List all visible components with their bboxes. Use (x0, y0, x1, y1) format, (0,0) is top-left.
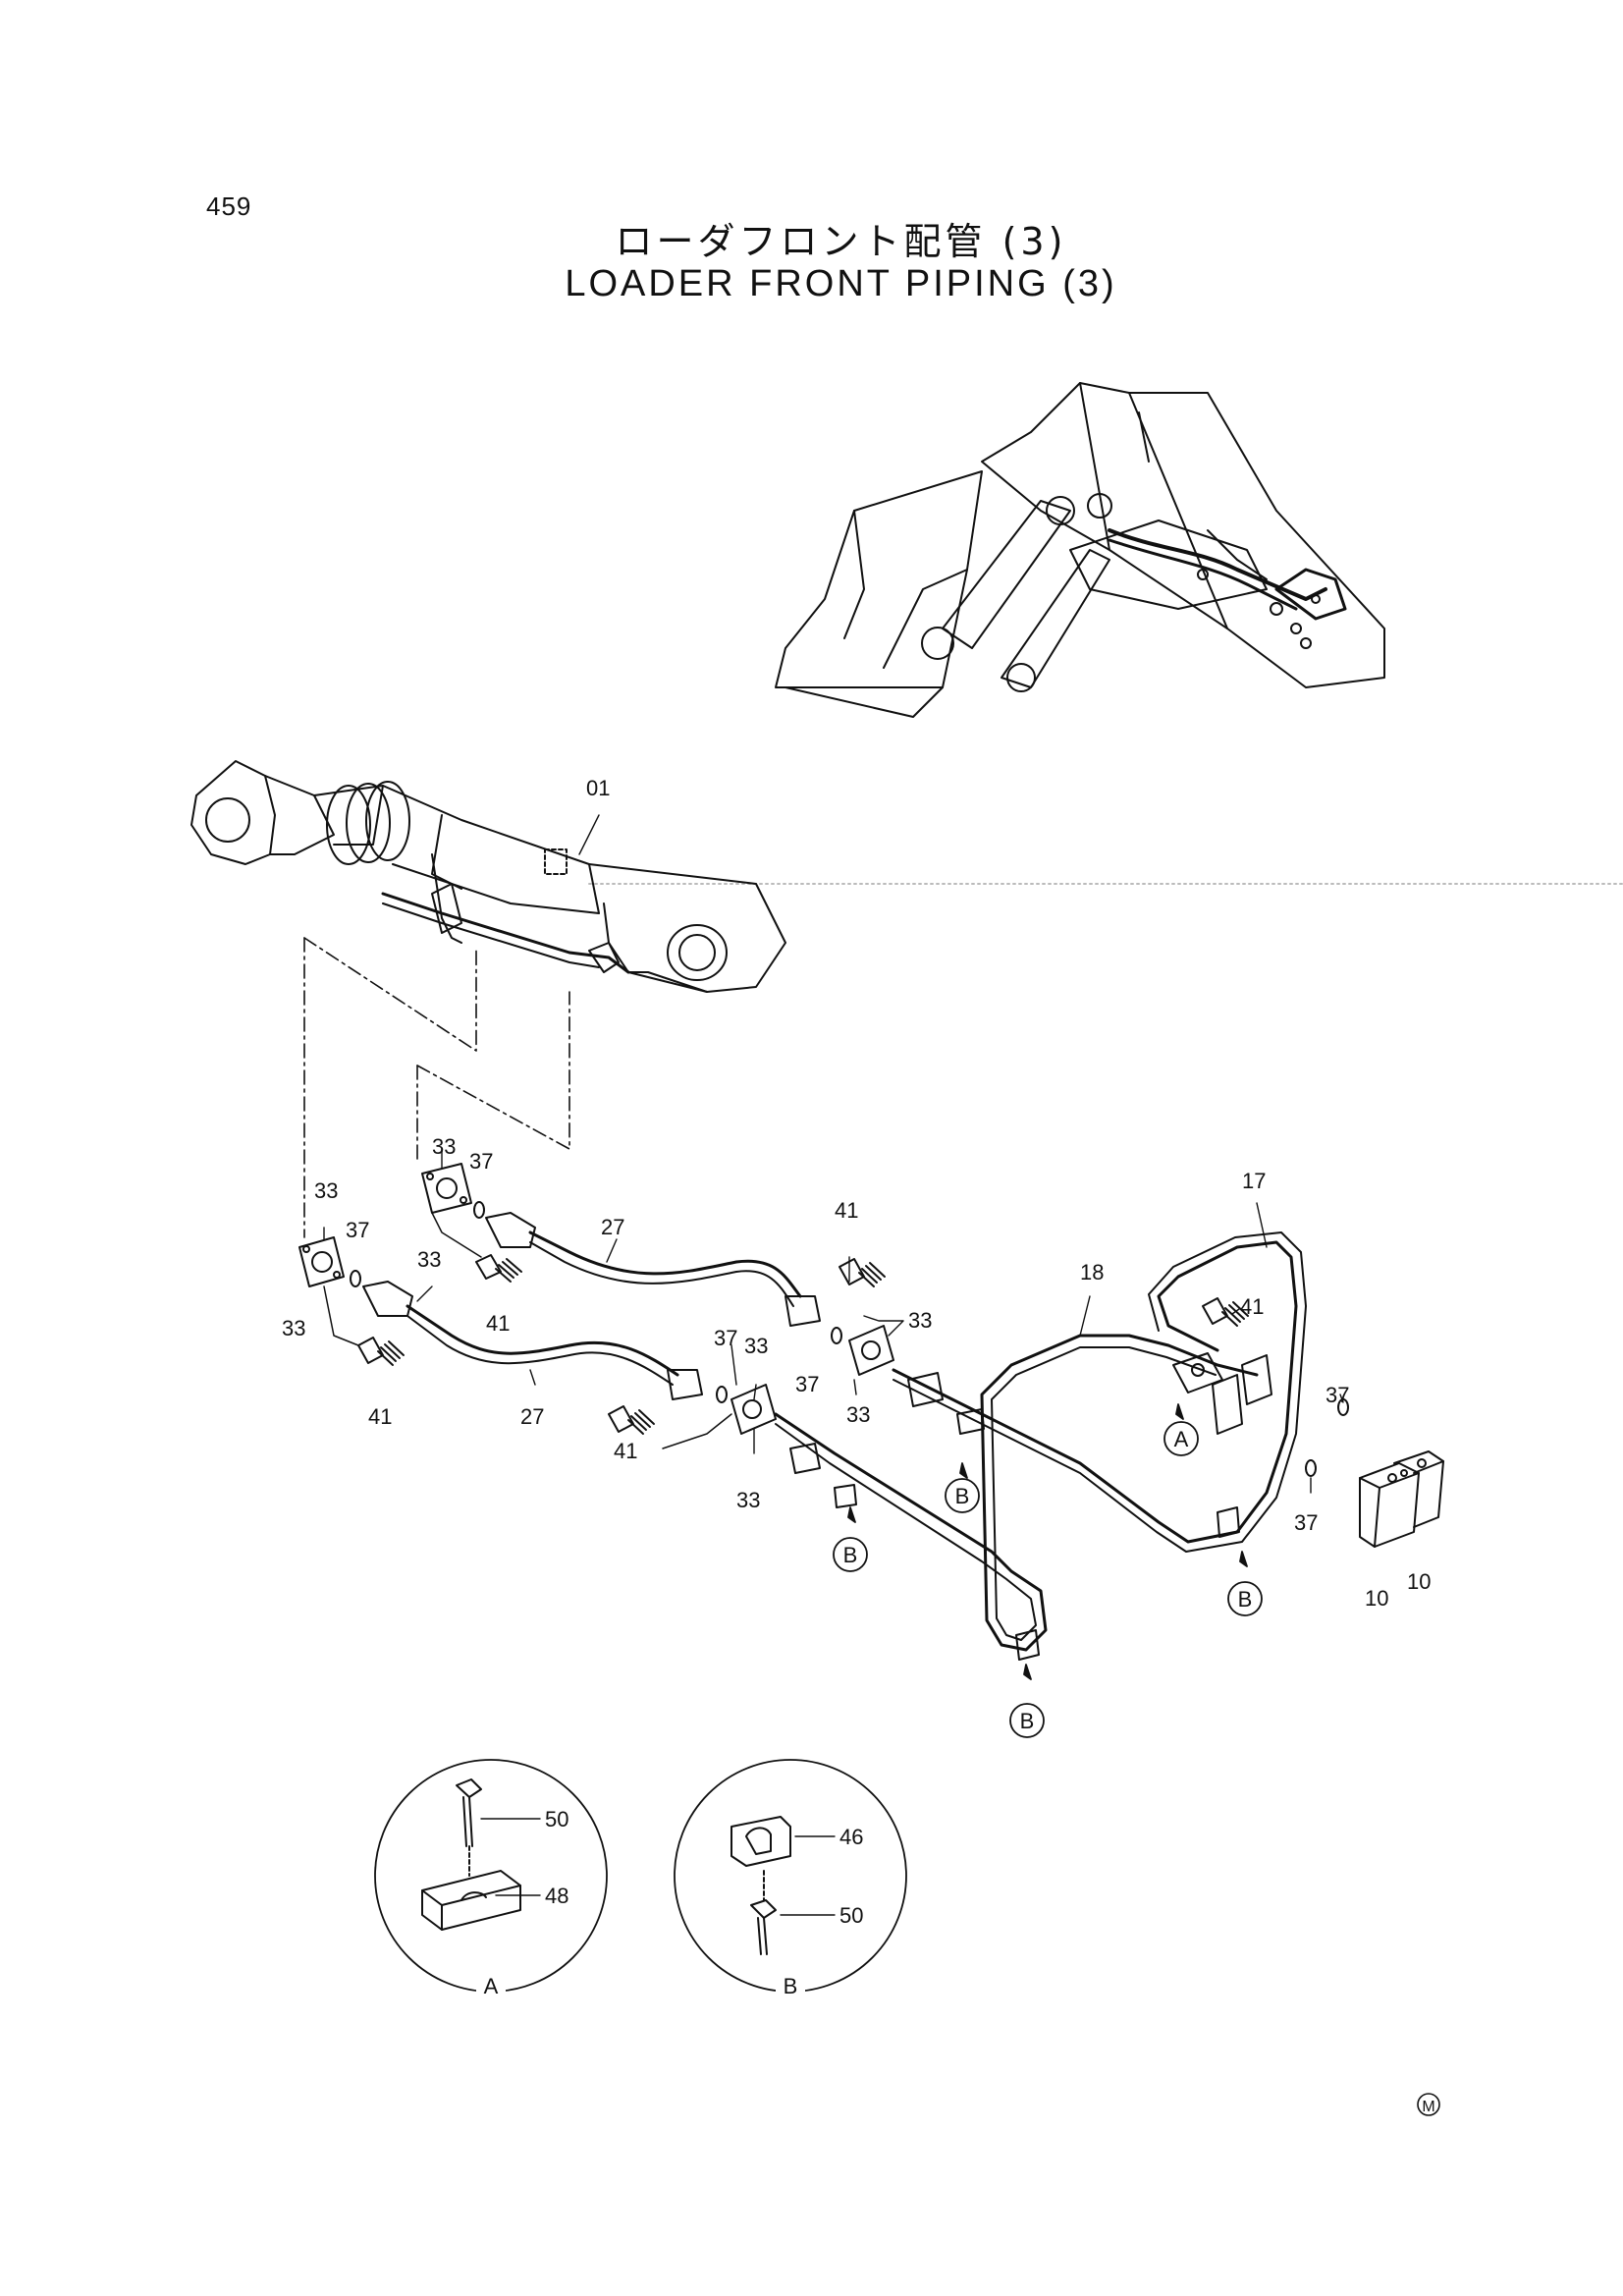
bolt-41-mid-lower (608, 1405, 655, 1435)
callout-41: 41 (368, 1404, 392, 1429)
callout-33: 33 (282, 1316, 305, 1340)
title-english: LOADER FRONT PIPING (3) (565, 263, 1117, 304)
callout-37: 37 (469, 1149, 493, 1174)
mid-flange-2 (848, 1325, 894, 1376)
leader-41-b (323, 1285, 359, 1346)
clamp-b-3 (1015, 1629, 1040, 1661)
o-ring-2 (350, 1270, 361, 1287)
clamp-b-4 (1217, 1506, 1240, 1538)
pipe-27-lower (362, 1281, 703, 1400)
callout-33: 33 (417, 1247, 441, 1272)
callout-37: 37 (1294, 1510, 1318, 1535)
callout-41: 41 (835, 1198, 858, 1223)
callout-37: 37 (346, 1218, 369, 1242)
callout-27: 27 (520, 1404, 544, 1429)
title-japanese: ローダフロント配管 (3) (615, 220, 1067, 263)
callout-27: 27 (601, 1215, 624, 1239)
callout-33: 33 (736, 1488, 760, 1512)
m-mark: M (1422, 2099, 1434, 2115)
left-flange-1 (421, 1163, 472, 1214)
block-10-front (1359, 1462, 1420, 1548)
bolt-41-right (1202, 1297, 1249, 1327)
leader-41-c (662, 1413, 732, 1449)
loader-overview-illustration (775, 382, 1385, 718)
callout-33: 33 (846, 1402, 870, 1427)
detail-b-clamp-label: 46 (839, 1825, 863, 1849)
callout-41: 41 (486, 1311, 510, 1336)
callout-37: 37 (795, 1372, 819, 1396)
block-10-rear (1393, 1450, 1444, 1528)
detail-b-title: B (784, 1974, 798, 1998)
callout-33: 33 (908, 1308, 932, 1333)
right-manifold-a (1172, 1352, 1272, 1435)
tube-18-17-network (774, 1231, 1307, 1652)
detail-a-title: A (484, 1974, 499, 1998)
pipe-27-upper (485, 1212, 821, 1327)
clamp-b-2 (907, 1372, 985, 1435)
leader-41-a (431, 1212, 482, 1258)
lift-cylinder (190, 760, 786, 993)
callout-17: 17 (1242, 1169, 1266, 1193)
view-marker-b: B (955, 1484, 970, 1508)
view-marker-b: B (1020, 1709, 1035, 1733)
o-ring-6 (1305, 1459, 1317, 1477)
callout-10: 10 (1365, 1586, 1388, 1611)
callout-33: 33 (314, 1178, 338, 1203)
bolt-41-lower-left (357, 1337, 405, 1366)
o-ring-5 (1337, 1398, 1349, 1416)
view-marker-b: B (843, 1543, 858, 1567)
left-flange-2 (298, 1236, 345, 1287)
callout-leaders (323, 814, 1344, 1494)
callout-37: 37 (1325, 1383, 1349, 1407)
connection-lines (303, 937, 570, 1238)
callout-18: 18 (1080, 1260, 1104, 1285)
bolt-41-upper-left (475, 1254, 522, 1283)
mid-flange-1 (730, 1384, 777, 1435)
detail-a-clamp-label: 48 (545, 1884, 568, 1908)
callout-41: 41 (1240, 1294, 1264, 1319)
callout-37: 37 (714, 1326, 737, 1350)
detail-a-bolt-label: 50 (545, 1807, 568, 1831)
o-ring-3 (716, 1386, 728, 1403)
callout-41: 41 (614, 1439, 637, 1463)
clamp-b-1 (789, 1443, 857, 1508)
detail-b-bolt-label: 50 (839, 1903, 863, 1928)
callout-01: 01 (586, 776, 610, 800)
callout-33: 33 (744, 1334, 768, 1358)
callout-33: 33 (432, 1134, 456, 1159)
view-markers (833, 1403, 1263, 1738)
page-number: 459 (206, 191, 252, 221)
view-marker-a: A (1174, 1427, 1189, 1451)
o-ring-4 (831, 1327, 842, 1344)
o-ring-1 (473, 1201, 485, 1219)
view-marker-b: B (1238, 1587, 1253, 1612)
callout-10: 10 (1407, 1569, 1431, 1594)
